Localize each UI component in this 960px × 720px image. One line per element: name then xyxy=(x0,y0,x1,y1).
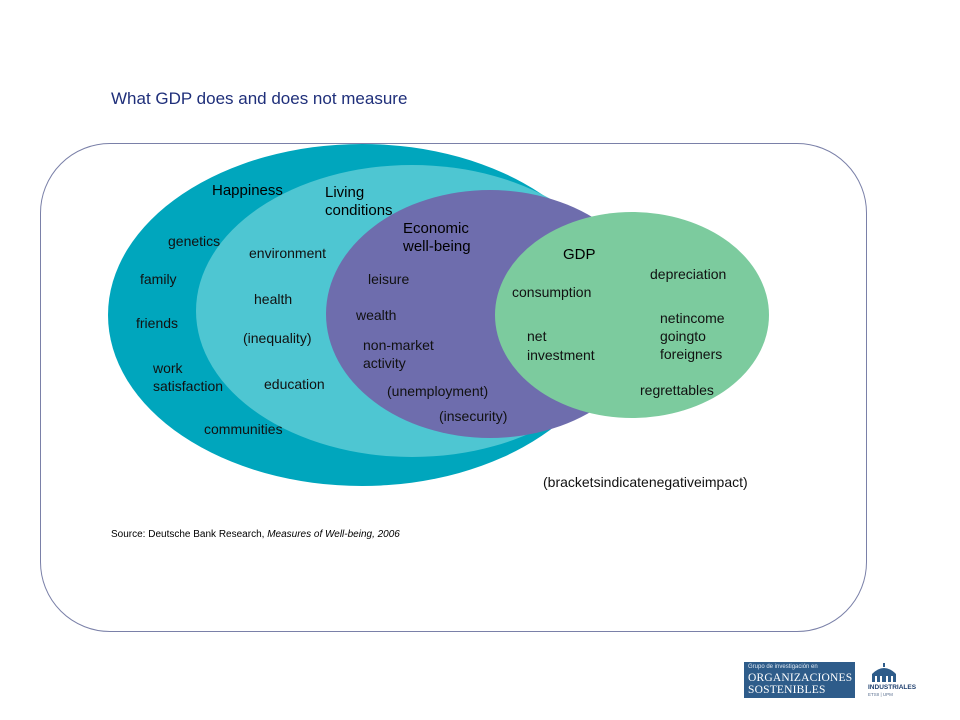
item-activity: activity xyxy=(363,355,406,371)
gdp-label: GDP xyxy=(563,246,596,263)
economic-well-being-label-1: Economic xyxy=(403,220,469,237)
item-insecurity: (insecurity) xyxy=(439,408,507,424)
item-investment: investment xyxy=(527,347,595,363)
item-education: education xyxy=(264,376,325,392)
brackets-note: (bracketsindicatenegativeimpact) xyxy=(543,474,748,490)
page-title: What GDP does and does not measure xyxy=(111,89,408,108)
item-environment: environment xyxy=(249,245,326,261)
item-unemployment: (unemployment) xyxy=(387,383,488,399)
item-net: net xyxy=(527,328,547,344)
happiness-label: Happiness xyxy=(212,182,283,199)
logo-line-2: SOSTENIBLES xyxy=(748,684,826,696)
item-health: health xyxy=(254,291,292,307)
item-inequality: (inequality) xyxy=(243,330,311,346)
item-genetics: genetics xyxy=(168,233,220,249)
item-consumption: consumption xyxy=(512,284,591,300)
item-going-to: goingto xyxy=(660,328,706,344)
gdp-set xyxy=(495,212,769,418)
organizaciones-sostenibles-logo: Grupo de investigación en ORGANIZACIONES… xyxy=(744,662,916,698)
item-regrettables: regrettables xyxy=(640,382,714,398)
diagram-frame xyxy=(40,143,867,632)
logo-line-1: ORGANIZACIONES xyxy=(748,672,853,684)
item-leisure: leisure xyxy=(368,271,409,287)
item-wealth: wealth xyxy=(355,307,396,323)
source-prefix: Source: Deutsche Bank Research, xyxy=(111,529,268,540)
source-citation: Source: Deutsche Bank Research, Measures… xyxy=(111,529,400,540)
item-foreigners: foreigners xyxy=(660,346,722,362)
item-communities: communities xyxy=(204,421,283,437)
item-friends: friends xyxy=(136,315,178,331)
logo-banner: Grupo de investigación en ORGANIZACIONES… xyxy=(744,662,855,698)
logo-group-text: Grupo de investigación en xyxy=(748,664,818,670)
living-conditions-label-2: conditions xyxy=(325,202,393,219)
economic-well-being-label-2: well-being xyxy=(402,238,471,255)
item-satisfaction: satisfaction xyxy=(153,378,223,394)
school-dome-icon xyxy=(872,663,896,682)
item-family: family xyxy=(140,271,177,287)
living-conditions-label-1: Living xyxy=(325,184,364,201)
item-depreciation: depreciation xyxy=(650,266,726,282)
item-work: work xyxy=(152,360,184,376)
source-work: Measures of Well-being, 2006 xyxy=(267,529,400,540)
logo-school-name: INDUSTRIALES xyxy=(868,684,917,691)
item-non-market: non-market xyxy=(363,337,434,353)
logo-school-sub: ETSII | UPM xyxy=(868,692,893,697)
item-net-income: netincome xyxy=(660,310,725,326)
